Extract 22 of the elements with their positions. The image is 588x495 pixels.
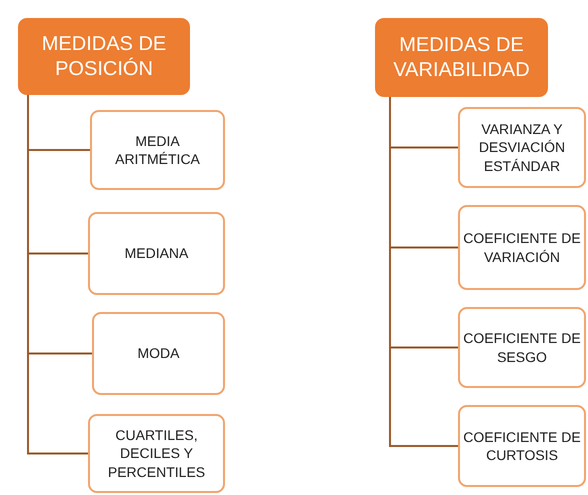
box-label: MEDIA ARITMÉTICA [114, 132, 201, 168]
connector-line [27, 95, 88, 454]
item-box [458, 307, 586, 388]
box-label: CUARTILES, DECILES Y PERCENTILES [106, 426, 206, 481]
connector-line [389, 97, 458, 447]
item-box [458, 405, 586, 487]
header-box [375, 18, 548, 97]
box-label: MEDIDAS DE VARIABILIDAD [392, 32, 531, 82]
box-label: COEFICIENTE DE CURTOSIS [463, 428, 581, 464]
item-box [88, 414, 225, 493]
item-box [90, 110, 225, 190]
box-label: MEDIANA [124, 244, 188, 263]
box-label: VARIANZA Y DESVIACIÓN ESTÁNDAR [478, 120, 566, 175]
box-label: MODA [138, 344, 180, 363]
item-box [458, 107, 586, 188]
box-label: MEDIDAS DE POSICIÓN [40, 32, 168, 82]
item-box [92, 312, 225, 395]
box-label: COEFICIENTE DE VARIACIÓN [463, 229, 581, 266]
header-box [18, 18, 190, 95]
item-box [88, 212, 225, 295]
item-box [458, 205, 586, 290]
box-label: COEFICIENTE DE SESGO [463, 329, 581, 366]
